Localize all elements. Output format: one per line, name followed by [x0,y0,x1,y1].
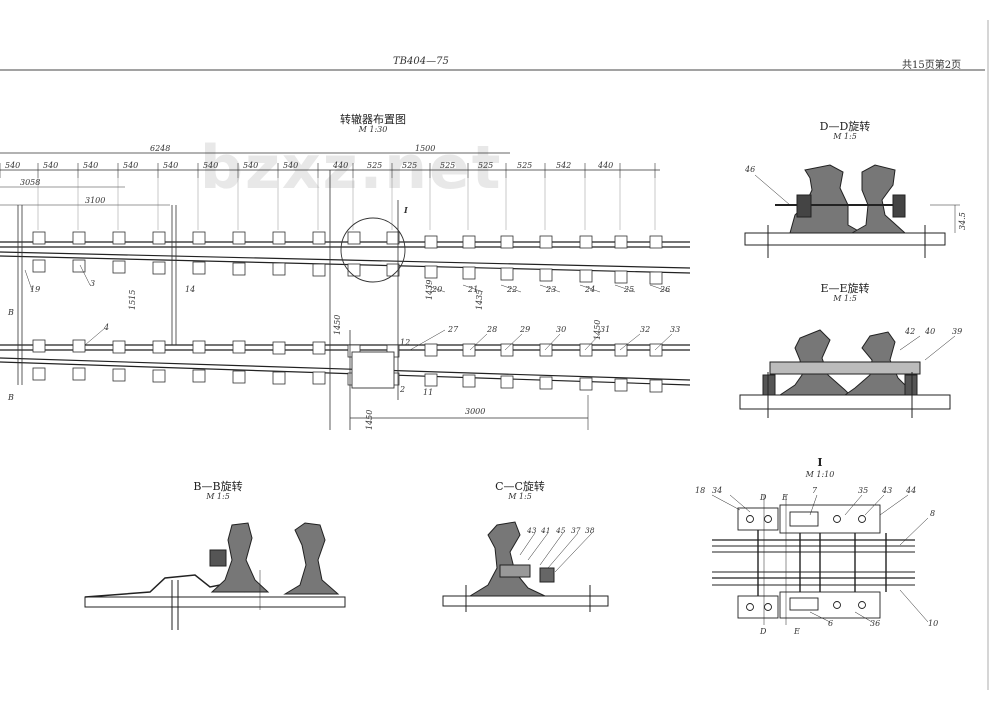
top-dim-4: 540 [163,161,178,170]
top-dim-1: 540 [43,161,58,170]
part-label-20: 20 [431,285,442,294]
sub-dim-1: 3100 [85,196,105,205]
detail-mark-e-bottom: E [793,627,800,636]
ee-label-39: 39 [952,327,962,336]
vert-dim-3: 1435 [475,290,484,310]
top-dim-14: 542 [556,161,571,170]
detail-label-36: 36 [870,619,880,628]
vert-dim-1: 1450 [333,315,342,335]
part-label-25: 25 [623,285,634,294]
overall-dim-0: 6248 [150,144,170,153]
detail-mark-i: I [403,205,408,215]
vert-dim-2: 1439 [425,280,434,300]
detail-i-drawing [711,494,929,625]
section-mark-b-bottom: B [7,393,14,402]
cc-label-37: 37 [571,526,581,535]
section-ee-title: E—E旋转 [820,282,870,295]
part-label-27: 27 [447,325,459,334]
top-dim-0: 540 [5,161,20,170]
part-label-29: 29 [519,325,530,334]
label-4: 4 [103,323,109,332]
part-label-23: 23 [545,285,556,294]
overall-dim-1: 1500 [415,144,435,153]
layout-plan [0,152,691,430]
top-dim-3: 540 [123,161,138,170]
part-label-22: 22 [506,285,517,294]
part-label-31: 31 [600,325,610,334]
detail-label-43: 43 [881,486,892,495]
top-dim-6: 540 [243,161,258,170]
label-14: 14 [185,285,195,294]
section-dd-scale: M 1:5 [833,132,857,141]
part-label-32: 32 [640,325,650,334]
ee-label-42: 42 [904,327,915,336]
sub-dim-0: 3058 [20,178,40,187]
vert-dim-4: 1450 [593,320,602,340]
part-label-21: 21 [467,285,478,294]
top-dim-11: 525 [440,161,455,170]
detail-label-6: 6 [828,619,833,628]
layout-plan-scale: M 1:30 [358,125,388,134]
section-dd-title: D—D旋转 [819,120,871,133]
detail-label-18: 18 [695,486,705,495]
detail-i-scale: M 1:10 [805,470,835,479]
section-bb-title: B—B旋转 [193,480,243,493]
section-cc-drawing [442,521,609,612]
cc-label-43: 43 [526,526,537,535]
top-dim-5: 540 [203,161,218,170]
detail-mark-e-top: E [781,493,788,502]
top-dim-7: 540 [283,161,298,170]
part-label-26: 26 [659,285,670,294]
detail-label-44: 44 [905,486,916,495]
dd-dim: 34.5 [958,212,967,230]
layout-plan-title: 转辙器布置图 [340,113,406,126]
section-mark-b-top: B [7,308,14,317]
detail-label-8: 8 [930,509,935,518]
top-dim-13: 525 [517,161,532,170]
cc-label-38: 38 [585,526,595,535]
section-bb-scale: M 1:5 [206,492,230,501]
detail-label-34: 34 [712,486,722,495]
label-11: 11 [423,388,433,397]
label-19: 19 [30,285,40,294]
top-dim-15: 440 [597,161,613,170]
standard-code: TB404—75 [393,56,449,67]
cc-label-41: 41 [540,526,551,535]
part-label-24: 24 [584,285,595,294]
top-dim-10: 525 [402,161,417,170]
section-dd-drawing [744,164,960,258]
top-dim-2: 540 [83,161,98,170]
section-cc-scale: M 1:5 [508,492,532,501]
top-dim-9: 525 [367,161,382,170]
sheet-info: 共15页第2页 [902,60,962,71]
dd-label-46: 46 [744,165,755,174]
vert-dim-0: 1515 [128,290,137,310]
top-dim-8: 440 [332,161,348,170]
label-3: 3 [90,279,95,288]
watermark: bzxz.net [200,133,503,203]
label-12: 12 [400,338,410,347]
cc-label-45: 45 [555,526,566,535]
detail-mark-d-top: D [759,493,767,502]
detail-label-10: 10 [928,619,938,628]
part-label-28: 28 [486,325,497,334]
vert-dim-5: 1450 [365,410,374,430]
bottom-dim: 3000 [465,407,485,416]
detail-i-title: I [817,456,823,469]
top-dim-12: 525 [478,161,493,170]
part-label-33: 33 [670,325,680,334]
section-bb-drawing [84,522,346,630]
ee-label-40: 40 [924,327,935,336]
detail-label-7: 7 [812,486,818,495]
detail-label-35: 35 [858,486,868,495]
section-cc-title: C—C旋转 [495,480,545,493]
label-2: 2 [399,385,405,394]
detail-mark-d-bottom: D [759,627,767,636]
section-ee-drawing [739,329,956,418]
part-label-30: 30 [556,325,566,334]
section-ee-scale: M 1:5 [833,294,857,303]
